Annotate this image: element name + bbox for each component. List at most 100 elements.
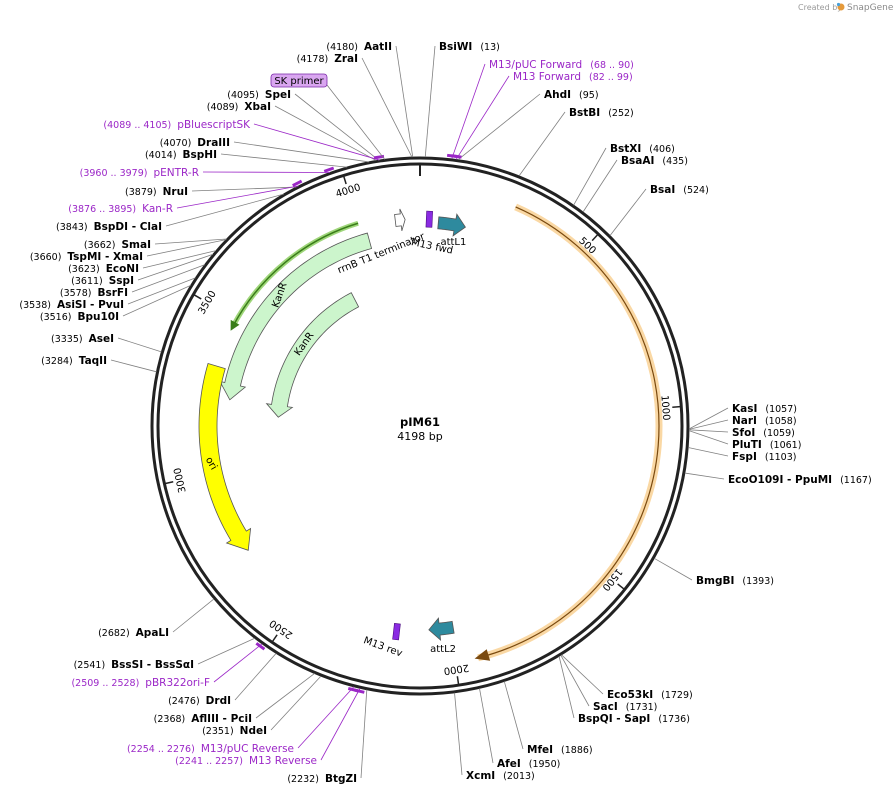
kanr-orf-arrowhead: [230, 319, 240, 331]
enzyme-label: ApaLI: [136, 627, 169, 639]
enzyme-label: BstXI: [610, 143, 641, 155]
primer-label: M13 Reverse: [249, 755, 317, 767]
enzyme-label: BspQI - SapI: [578, 713, 650, 725]
enzyme-coord: (2541): [74, 660, 106, 671]
primer-label: pBR322ori-F: [145, 677, 210, 689]
enzyme-leader-line: [142, 250, 217, 269]
enzyme-label: NruI: [163, 186, 188, 198]
enzyme-label: ZraI: [334, 53, 358, 65]
enzyme-coord: (3662): [84, 240, 116, 251]
enzyme-leader-line: [146, 239, 227, 257]
enzyme-label: AsiSI - PvuI: [57, 299, 124, 311]
enzyme-leader-line: [131, 264, 205, 293]
enzyme-coord: (1886): [561, 745, 593, 756]
tick-mark: [672, 405, 681, 409]
enzyme-coord: (406): [649, 144, 675, 155]
enzyme-coord: (1167): [840, 475, 872, 486]
enzyme-coord: (524): [683, 185, 709, 196]
m13-rev-feature: [392, 623, 401, 641]
sk-primer-badge: [270, 73, 328, 88]
tick-label: 3000: [172, 466, 188, 493]
enzyme-coord: (2682): [98, 628, 130, 639]
backbone-outer: [150, 156, 690, 696]
tick-mark: [591, 234, 599, 242]
enzyme-leader-line: [137, 253, 214, 281]
enzyme-coord: (2368): [154, 714, 186, 725]
tick-mark: [271, 634, 278, 642]
enzyme-leader-line: [122, 285, 191, 317]
enzyme-label: SpeI: [265, 89, 291, 101]
primer-leader-line: [176, 185, 299, 209]
enzyme-coord: (3843): [56, 222, 88, 233]
enzyme-coord: (1950): [529, 759, 561, 770]
primer-label: pENTR-R: [153, 167, 199, 179]
enzyme-coord: (3335): [51, 334, 83, 345]
enzyme-leader-line: [361, 57, 413, 158]
enzyme-label: AhdI: [544, 89, 571, 101]
enzyme-leader-line: [110, 359, 157, 373]
tick-mark: [617, 583, 625, 590]
enzyme-label: TaqII: [79, 355, 107, 367]
enzyme-coord: (4178): [297, 54, 329, 65]
enzyme-coord: (3578): [60, 288, 92, 299]
enzyme-coord: (3516): [40, 312, 72, 323]
primer-site-marker: [255, 642, 266, 651]
enzyme-leader-line: [558, 656, 575, 719]
enzyme-leader-line: [220, 153, 347, 168]
enzyme-coord: (95): [579, 90, 599, 101]
enzyme-coord: (1731): [626, 702, 658, 713]
enzyme-coord: (3284): [41, 356, 73, 367]
primer-coord: (3960 .. 3979): [80, 168, 148, 179]
enzyme-coord: (3538): [19, 300, 51, 311]
enzyme-leader-line: [191, 186, 297, 192]
orf-arrowhead: [474, 649, 491, 661]
enzyme-coord: (435): [662, 156, 688, 167]
primer-site-marker: [323, 166, 335, 173]
primer-label: Kan-R: [142, 203, 173, 215]
enzyme-coord: (3660): [30, 252, 62, 263]
enzyme-coord: (2351): [202, 726, 234, 737]
enzyme-label: SspI: [109, 275, 134, 287]
primer-label: M13/pUC Forward: [489, 59, 582, 71]
enzyme-label: KasI: [732, 403, 757, 415]
attl2-feature: [428, 617, 455, 641]
enzyme-label: NarI: [732, 415, 757, 427]
enzyme-coord: (1058): [765, 416, 797, 427]
enzyme-leader-line: [127, 277, 196, 305]
kanr-feature: [219, 232, 373, 401]
primer-coord: (2254 .. 2276): [127, 744, 195, 755]
enzyme-label: PluTI: [732, 439, 762, 451]
primer-coord: (2241 .. 2257): [175, 756, 243, 767]
enzyme-label: BtgZI: [325, 773, 357, 785]
enzyme-label: Eco53kI: [607, 689, 653, 701]
enzyme-label: BsaAI: [621, 155, 654, 167]
enzyme-coord: (1103): [765, 452, 797, 463]
enzyme-label: SmaI: [122, 239, 152, 251]
enzyme-label: Bpu10I: [77, 311, 119, 323]
primer-leader-line: [297, 686, 355, 749]
tick-label: 4000: [335, 182, 363, 200]
enzyme-coord: (1393): [742, 576, 774, 587]
enzyme-label: NdeI: [240, 725, 267, 737]
enzyme-label: DraIII: [197, 137, 230, 149]
attl1-feature: [437, 213, 466, 237]
tick-mark: [343, 176, 347, 185]
primer-leader-line: [455, 75, 510, 160]
primer-leader-line: [213, 643, 263, 683]
primer-coord: (68 .. 90): [590, 60, 634, 71]
kanr-orf-core-arc: [232, 222, 359, 327]
enzyme-label: TspMI - XmaI: [67, 251, 143, 263]
primer-leader-line: [451, 63, 486, 160]
enzyme-leader-line: [154, 238, 227, 245]
orf-layer: [230, 203, 663, 662]
enzyme-label: EcoO109I - PpuMI: [728, 474, 832, 486]
enzyme-coord: (1059): [763, 428, 795, 439]
tick-label: 2000: [443, 661, 470, 676]
enzyme-coord: (2013): [503, 771, 535, 782]
enzyme-label: AfeI: [497, 758, 521, 770]
enzyme-leader-line: [561, 654, 604, 695]
primer-leader-line: [320, 688, 361, 761]
brand-text: SnapGene: [847, 3, 894, 13]
enzyme-coord: (1057): [765, 404, 797, 415]
